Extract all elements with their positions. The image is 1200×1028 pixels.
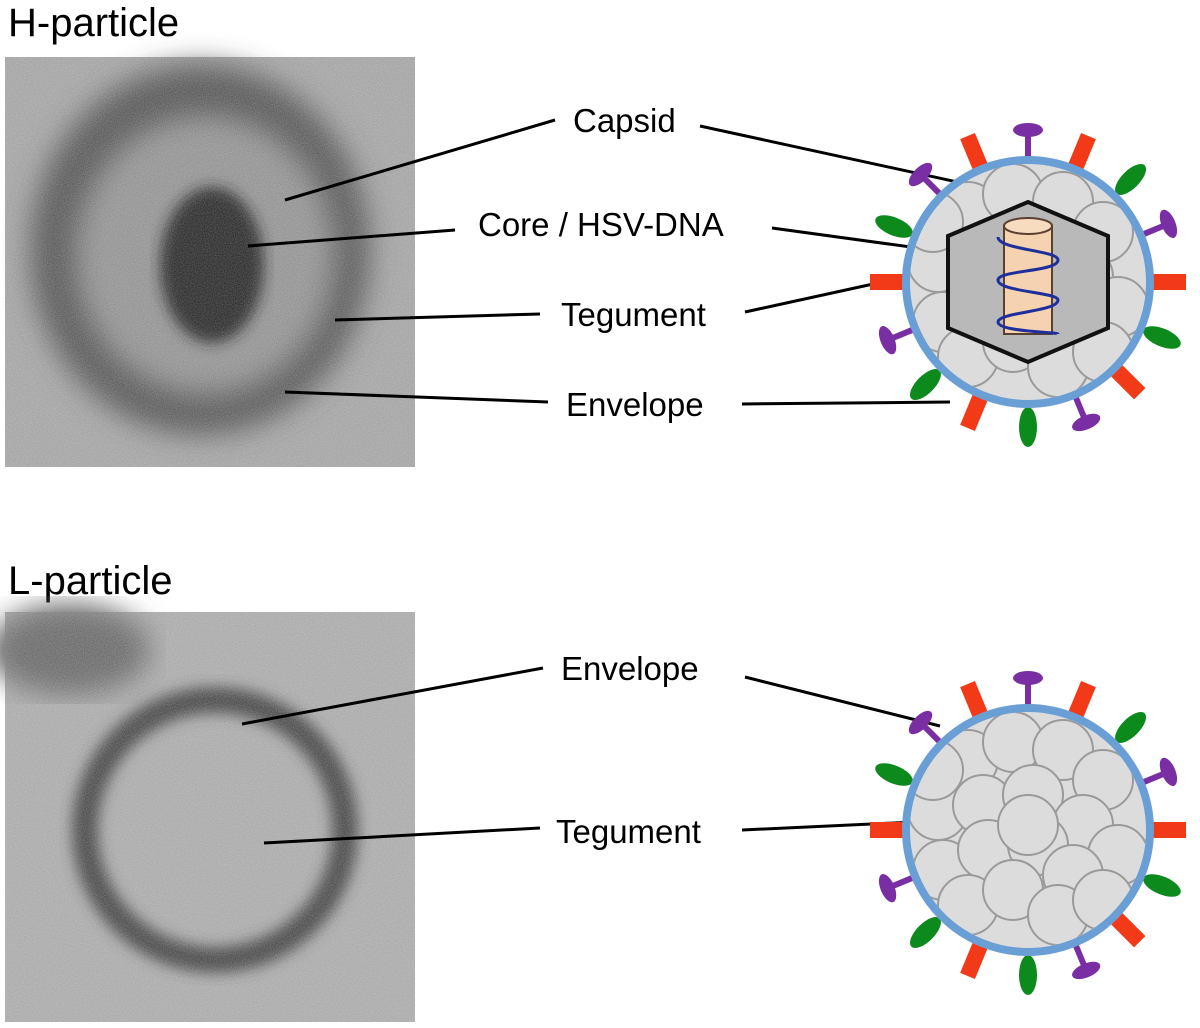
tegument-globule [997,794,1059,856]
spike-green [909,369,941,401]
core-leader-left [247,228,456,248]
l-tegument-label: Tegument [556,813,701,850]
dna-core [996,217,1060,336]
spike-purple [878,325,917,355]
capsid-label: Capsid [573,102,676,139]
capsid-leader-left [284,118,556,202]
spike-red [1067,680,1096,721]
spike-green [909,917,941,949]
l-envelope-label: Envelope [561,650,699,687]
spike-red [1108,362,1146,400]
core-hsv-dna-label: Core / HSV-DNA [478,206,724,243]
l-envelope-leader-left [241,666,544,726]
spike-red [960,132,989,173]
h-particle-title: H-particle [8,1,179,45]
spike-green [875,763,913,786]
spike-green [1115,163,1147,195]
l-particle-micrograph [0,605,415,1022]
tegument-label: Tegument [561,296,706,333]
spike-red [960,680,989,721]
l-tegument-leader-left [263,826,541,845]
spike-red [960,391,989,432]
envelope-leader-left [284,390,549,404]
tegument-leader-left [334,312,541,322]
spike-green [1143,874,1181,897]
spike-green [1143,326,1181,349]
tegument-globules [910,712,1146,946]
spike-purple [1013,123,1043,160]
spike-red [1150,274,1186,290]
spike-green [1115,711,1147,743]
spike-purple [1139,209,1178,239]
spike-red [1067,132,1096,173]
dna-helix [996,236,1060,336]
spikes [870,123,1186,447]
spike-red [1150,822,1186,838]
spike-green [1019,955,1037,995]
h-particle-schematic [870,123,1186,447]
spike-red [870,274,906,290]
h-particle-micrograph [5,57,415,467]
spike-purple [1139,757,1178,787]
envelope-label: Envelope [566,386,704,423]
spike-purple [908,710,944,746]
l-particle-title: L-particle [8,559,173,603]
spike-red [1108,910,1146,948]
l-particle-schematic [870,671,1186,995]
spike-purple [1071,393,1101,432]
spikes [870,671,1186,995]
spike-green [1019,407,1037,447]
envelope-leader-right [741,400,951,406]
spike-purple [1071,941,1101,980]
spike-red [960,939,989,980]
spike-purple [908,162,944,198]
l-envelope-leader-right [744,675,941,728]
spike-red [870,822,906,838]
spike-green [875,215,913,238]
spike-purple [878,873,917,903]
spike-purple [1013,671,1043,708]
